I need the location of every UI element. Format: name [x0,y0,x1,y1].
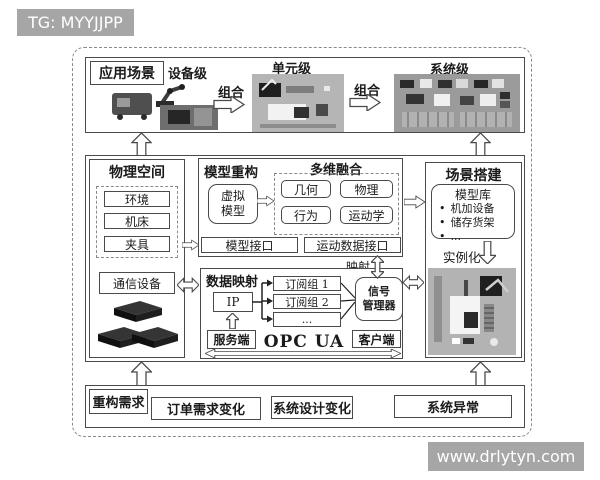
opc-ua-label: OPC UA [263,332,345,352]
bullet-icon: • [439,202,446,215]
device-level-image [108,79,228,132]
comm-device-box: 通信设备 [99,272,175,294]
arrow-physical-to-app-icon [131,133,152,156]
scene-building-title: 场景搭建 [445,168,502,184]
combine-arrow-1-icon [213,96,245,113]
physical-space-title: 物理空间 [109,165,165,181]
bullet-icon: • [439,230,446,243]
recon-demand-title: 重构需求 [89,389,148,414]
application-scenario-title: 应用场景 [90,61,164,85]
subscription-group-2-box: 订阅组 2 [273,294,341,309]
outer-dashed-frame [72,47,532,437]
instantiate-label: 实例化 [443,250,481,265]
library-item-row: • 储存货架 [432,216,514,230]
fusion-item-geometry: 几何 [281,180,331,198]
model-reconstruction-title: 模型重构 [204,165,258,181]
fusion-dashed-box [274,173,399,235]
physical-items-dashed-box [96,186,178,258]
fusion-item-physics: 物理 [340,180,393,198]
subscription-fan-lines [341,280,355,322]
signal-manager-box: 信号 管理器 [355,277,403,321]
physical-item-environment: 环境 [104,191,170,207]
motion-data-interface-box: 运动数据接口 [304,237,401,253]
bullet-icon: • [439,216,446,229]
fusion-item-behavior: 行为 [281,206,331,224]
arrow-demand-to-scene-icon [470,362,491,386]
unit-level-image [252,74,344,132]
arrow-virtual-to-fusion-icon [257,193,274,209]
arrow-scene-to-app-icon [470,133,491,156]
library-item-ellipsis: ... [450,230,462,243]
combine-label-2: 组合 [353,84,380,99]
model-library-box: 模型库 • 机加设备 • 储存货架 • ... [431,184,515,243]
watermark-top: TG: MYYJJPP [17,9,134,36]
ip-box: IP [213,292,253,312]
fusion-title: 多维融合 [310,163,363,178]
scene-preview-image [428,268,516,355]
library-item-machining: 机加设备 [450,202,495,215]
virtual-model-line2: 模型 [220,204,245,218]
opc-ua-wide-double-arrow-icon [205,349,401,358]
ip-branch-lines [252,277,273,325]
fusion-item-kinematics: 运动学 [340,206,393,224]
client-side-box: 客户端 [352,330,401,348]
arrow-physical-to-interface-icon [182,238,199,252]
model-library-title: 模型库 [454,188,491,202]
system-level-image [394,74,520,132]
arrow-model-to-scene-icon [404,194,425,210]
subscription-ellipsis-box: ... [273,312,341,327]
data-mapping-title: 数据映射 [206,275,259,290]
subscription-group-1-box: 订阅组 1 [273,276,341,291]
library-item-storage: 储存货架 [450,216,495,229]
demand-system-anomaly: 系统异常 [394,395,512,418]
virtual-model-line1: 虚拟 [220,189,245,203]
arrow-physical-data-mapping-icon [177,277,199,293]
instantiate-down-arrow-icon [479,241,496,264]
physical-item-machine-tool: 机床 [104,213,170,229]
comm-devices-image [96,298,178,356]
arrow-demand-to-physical-icon [131,362,152,386]
model-interface-box: 模型接口 [201,237,298,253]
signal-manager-line2: 管理器 [362,299,396,312]
arrow-server-to-ip-icon [226,313,239,329]
mapping-double-arrow-icon [371,255,384,279]
virtual-model-box: 虚拟 模型 [208,184,258,224]
arrow-data-scene-double-icon [403,275,424,290]
library-item-row: • 机加设备 [432,202,514,216]
unit-level-label: 单元级 [272,62,312,77]
server-side-box: 服务端 [207,330,256,349]
demand-design-change: 系统设计变化 [271,396,353,419]
device-level-label: 设备级 [168,67,208,82]
combine-label-1: 组合 [217,86,244,101]
library-item-row: • ... [432,230,514,244]
combine-arrow-2-icon [349,94,381,111]
demand-order-change: 订单需求变化 [151,397,261,420]
physical-item-fixture: 夹具 [104,236,170,252]
signal-manager-line1: 信号 [368,285,390,298]
watermark-bottom: www.drlytyn.com [428,442,584,471]
